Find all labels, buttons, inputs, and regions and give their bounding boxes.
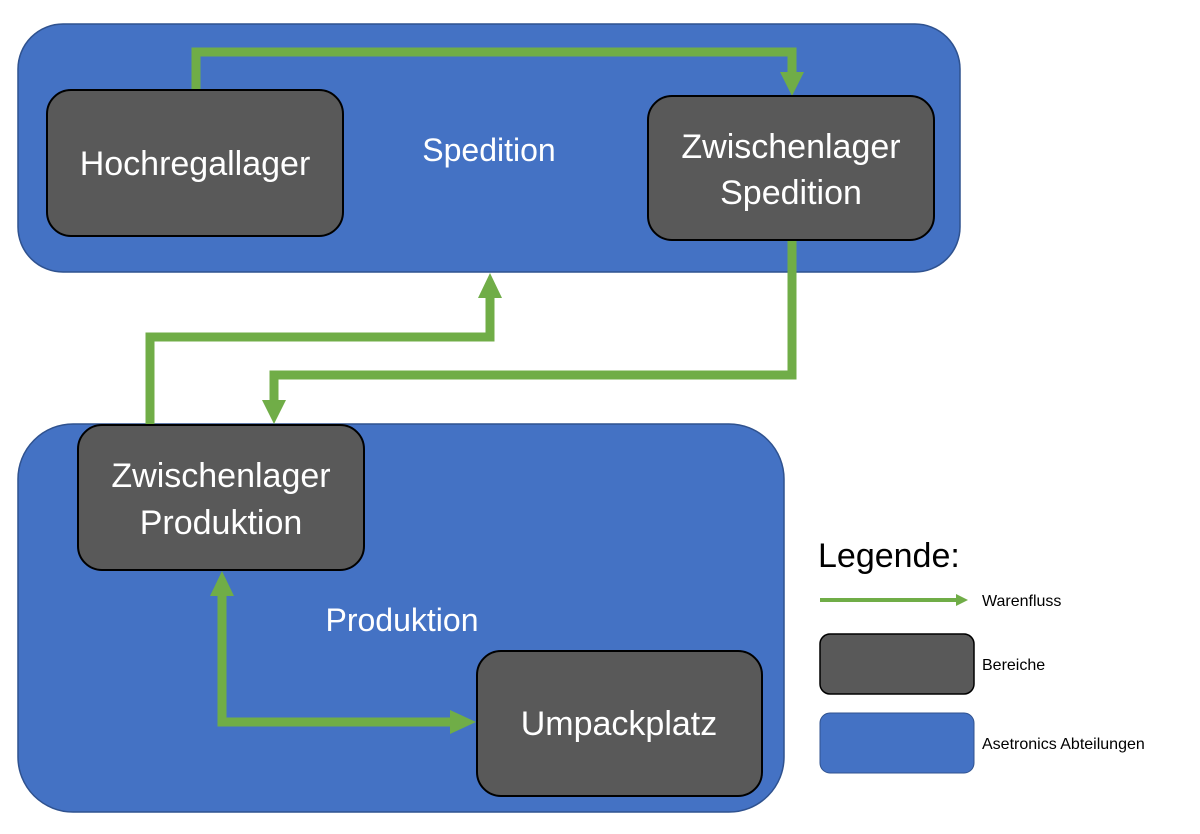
department-label-produktion: Produktion [326, 602, 479, 638]
area-label: Hochregallager [80, 145, 311, 183]
legend: Legende: Warenfluss Bereiche Asetronics … [818, 537, 1145, 774]
area-label-line-2: Produktion [140, 504, 303, 542]
arrowhead-icon [956, 594, 968, 606]
arrowhead-icon [450, 710, 476, 734]
area-label: Umpackplatz [521, 705, 718, 743]
flow-zwischenlager-spedition-to-zwischenlager-produktion [269, 238, 797, 402]
legend-label-abteilungen: Asetronics Abteilungen [982, 736, 1145, 753]
area-zwischenlager-produktion: Zwischenlager Produktion [77, 424, 365, 571]
arrowhead-icon [478, 273, 502, 298]
flow-zwischenlager-produktion-umpackplatz [217, 594, 452, 727]
legend-swatch-department [819, 712, 975, 774]
arrowhead-icon [210, 571, 234, 596]
area-zwischenlager-spedition: Zwischenlager Spedition [647, 95, 935, 241]
area-label-line-2: Spedition [720, 174, 862, 212]
area-umpackplatz: Umpackplatz [476, 650, 763, 797]
flow-hochregallager-to-zwischenlager-spedition [191, 47, 797, 90]
flow-zwischenlager-produktion-to-spedition [145, 296, 495, 426]
legend-label-warenfluss: Warenfluss [982, 593, 1061, 610]
department-label-spedition: Spedition [422, 132, 555, 168]
area-label-line-1: Zwischenlager [681, 128, 900, 166]
legend-title: Legende: [818, 537, 960, 575]
legend-label-bereiche: Bereiche [982, 657, 1045, 674]
arrowhead-icon [262, 400, 286, 424]
legend-swatch-area [819, 633, 975, 695]
area-hochregallager: Hochregallager [46, 89, 344, 237]
arrowhead-icon [780, 72, 804, 96]
area-label-line-1: Zwischenlager [111, 457, 330, 495]
